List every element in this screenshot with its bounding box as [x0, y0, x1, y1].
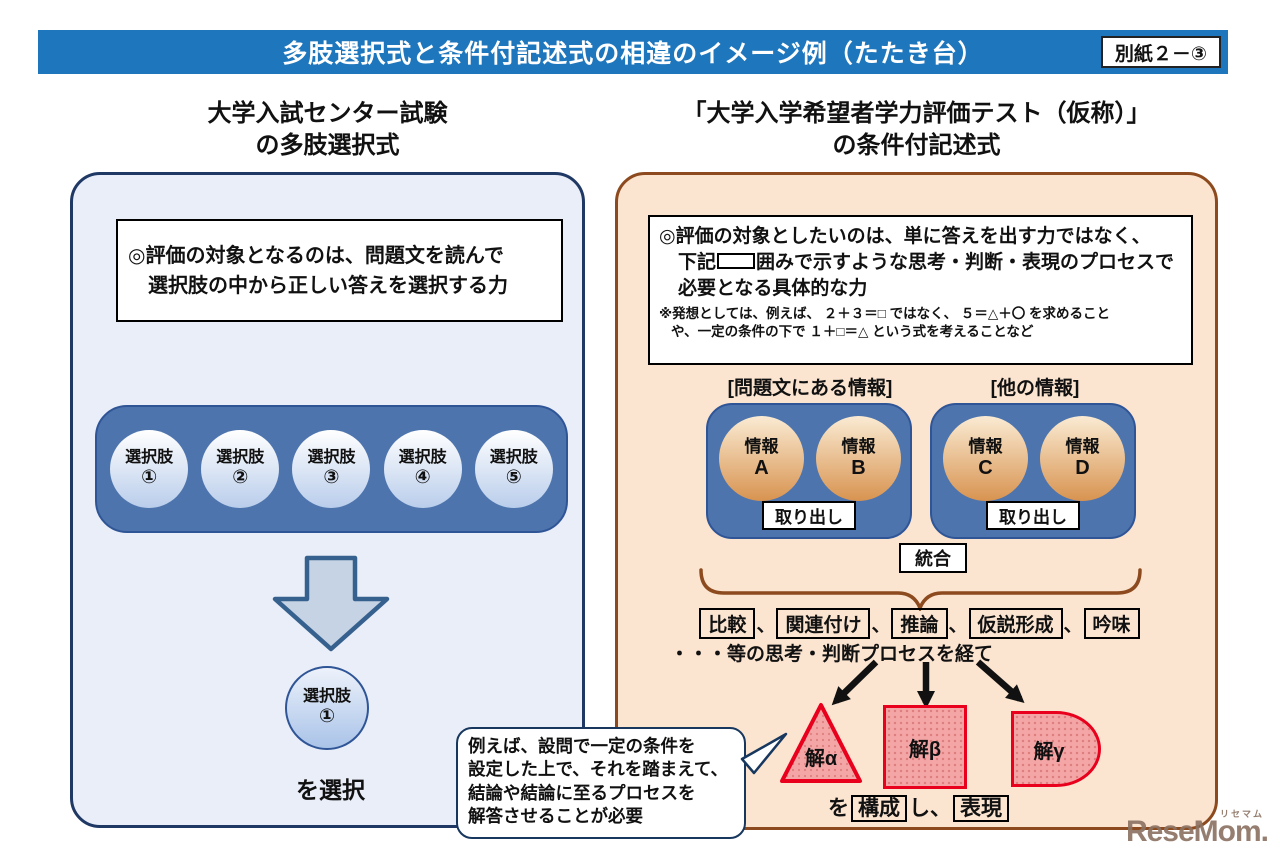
choice-circle-2: 選択肢 ②	[201, 430, 280, 508]
info-label: 情報	[968, 437, 1003, 457]
solution-alpha-label: 解α	[804, 748, 838, 770]
solution-alpha-triangle: 解α	[778, 701, 864, 785]
right-description-line2: 下記 囲みで示すような思考・判断・表現のプロセスで	[659, 250, 1182, 276]
choice-label: 選択肢	[489, 448, 538, 466]
extract-label: 取り出し	[986, 501, 1080, 530]
solution-arrows-icon	[831, 659, 1025, 709]
left-description-line2: 選択肢の中から正しい答えを選択する力	[148, 274, 508, 297]
integration-label: 統合	[899, 543, 967, 573]
choice-label: 選択肢	[398, 448, 447, 466]
choice-number: ③	[323, 467, 340, 489]
footnote-line2: や、一定の条件の下で １＋□＝△ という式を考えることなど	[671, 324, 1034, 340]
page-title: 多肢選択式と条件付記述式の相違のイメージ例（たたき台）	[282, 40, 984, 68]
info-circle-b: 情報 B	[816, 416, 901, 501]
choices-container: 選択肢 ① 選択肢 ② 選択肢 ③ 選択肢 ④ 選択肢 ⑤	[95, 405, 568, 533]
info-id: A	[754, 456, 769, 479]
callout-line4: 解答させることが必要	[468, 805, 643, 826]
separator: 、	[756, 615, 776, 636]
ref-label: 別紙２－③	[1100, 36, 1221, 68]
choice-number: ②	[232, 467, 249, 489]
footnote-line1: ※発想としては、例えば、 ２＋３＝□ ではなく、 ５＝△＋〇 を求めること	[659, 306, 1110, 322]
keyword-infer: 推論	[891, 608, 948, 639]
solution-beta-label: 解β	[908, 738, 942, 761]
choice-label: 選択肢	[307, 448, 356, 466]
info-circle-c: 情報 C	[943, 416, 1028, 501]
choice-number: ④	[414, 467, 431, 489]
choice-circle-3: 選択肢 ③	[292, 430, 371, 508]
left-heading-line2: の多肢選択式	[255, 132, 400, 160]
compose-caption: を構成し、表現	[618, 792, 1221, 822]
box-glyph	[717, 253, 756, 270]
info-label: 情報	[744, 437, 779, 457]
extract-label: 取り出し	[762, 501, 856, 530]
left-heading-line1: 大学入試センター試験	[207, 100, 448, 127]
footnote: ※発想としては、例えば、 ２＋３＝□ ではなく、 ５＝△＋〇 を求めること や、…	[659, 305, 1182, 341]
compose-middle: し、	[909, 797, 951, 820]
solution-beta-square: 解β	[883, 705, 967, 789]
keyword-examine: 吟味	[1083, 608, 1140, 639]
info-group1-box: 情報 A 情報 B 取り出し	[706, 403, 912, 539]
callout-line3: 結論や結論に至るプロセスを	[468, 782, 696, 803]
info-group2-box: 情報 C 情報 D 取り出し	[930, 403, 1136, 539]
watermark-text: ReseMom.	[1125, 815, 1269, 848]
separator: 、	[948, 615, 968, 636]
info-label: 情報	[841, 437, 876, 457]
watermark-logo: リセマム ReseMom.	[1125, 807, 1269, 849]
select-caption: を選択	[296, 777, 365, 803]
right-description-box: ◎評価の対象としたいのは、単に答えを出す力ではなく、 下記 囲みで示すような思考・…	[648, 215, 1193, 365]
info-label: 情報	[1065, 437, 1100, 457]
info-id: B	[851, 456, 866, 479]
separator: 、	[871, 615, 891, 636]
choice-circle-4: 選択肢 ④	[383, 430, 462, 508]
triangle-icon	[780, 703, 862, 783]
right-heading-line1: 「大学入学希望者学力評価テスト（仮称）」	[682, 100, 1151, 127]
info-group2-title: [他の情報]	[990, 378, 1080, 399]
left-description-line1: ◎評価の対象となるのは、問題文を読んで	[128, 244, 504, 267]
left-column-heading: 大学入試センター試験 の多肢選択式	[70, 98, 585, 163]
left-panel: ◎評価の対象となるのは、問題文を読んで 選択肢の中から正しい答えを選択する力 選…	[70, 172, 585, 828]
choice-circle-5: 選択肢 ⑤	[474, 430, 553, 508]
compose-prefix: を	[828, 797, 849, 820]
right-column-heading: 「大学入学希望者学力評価テスト（仮称）」 の条件付記述式	[615, 98, 1218, 163]
info-circle-a: 情報 A	[719, 416, 804, 501]
right-panel: ◎評価の対象としたいのは、単に答えを出す力ではなく、 下記 囲みで示すような思考・…	[615, 172, 1218, 830]
selected-choice-label: 選択肢	[302, 687, 351, 705]
callout-line1: 例えば、設問で一定の条件を	[468, 736, 696, 756]
solution-gamma-label: 解γ	[1033, 740, 1065, 763]
callout-bubble: 例えば、設問で一定の条件を 設定した上で、それを踏まえて、 結論や結論に至るプロ…	[456, 727, 788, 839]
choice-circle-1: 選択肢 ①	[110, 430, 189, 508]
choice-number: ⑤	[505, 467, 522, 489]
right-description-line3: 必要となる具体的な力	[678, 278, 868, 300]
process-caption: ・・・等の思考・判断プロセスを経て	[670, 644, 994, 665]
selected-choice-number: ①	[318, 706, 336, 728]
info-circle-d: 情報 D	[1040, 416, 1125, 501]
choice-label: 選択肢	[216, 448, 265, 466]
watermark-ruby: リセマム	[1219, 809, 1264, 819]
title-bar: 多肢選択式と条件付記述式の相違のイメージ例（たたき台） 別紙２－③	[38, 30, 1228, 74]
brace-icon	[699, 568, 1142, 611]
line2-suffix: 囲みで示すような思考・判断・表現のプロセスで	[756, 252, 1175, 274]
separator: 、	[1063, 615, 1083, 636]
keyword-compare: 比較	[699, 608, 756, 639]
keyword-relate: 関連付け	[776, 608, 871, 639]
info-id: C	[978, 456, 993, 479]
choice-label: 選択肢	[125, 448, 174, 466]
info-group1-title: [問題文にある情報]	[727, 378, 893, 399]
callout-tail-icon	[740, 732, 788, 775]
line2-prefix: 下記	[678, 252, 717, 274]
info-id: D	[1075, 456, 1090, 479]
left-description-box: ◎評価の対象となるのは、問題文を読んで 選択肢の中から正しい答えを選択する力	[116, 219, 563, 322]
choice-number: ①	[141, 467, 158, 489]
selected-choice-circle: 選択肢 ①	[285, 666, 369, 750]
keyword-hypothesize: 仮説形成	[968, 608, 1063, 639]
right-description-line1: ◎評価の対象としたいのは、単に答えを出す力ではなく、	[659, 226, 1151, 247]
callout-line2: 設定した上で、それを踏まえて、	[468, 759, 729, 780]
solution-gamma-dshape: 解γ	[1011, 711, 1101, 787]
compose-word2: 表現	[953, 795, 1009, 822]
right-heading-line2: の条件付記述式	[832, 132, 1001, 160]
process-keywords-row: 比較、関連付け、推論、仮説形成、吟味	[618, 608, 1221, 639]
block-down-arrow-icon	[272, 555, 390, 652]
compose-word1: 構成	[851, 795, 907, 822]
